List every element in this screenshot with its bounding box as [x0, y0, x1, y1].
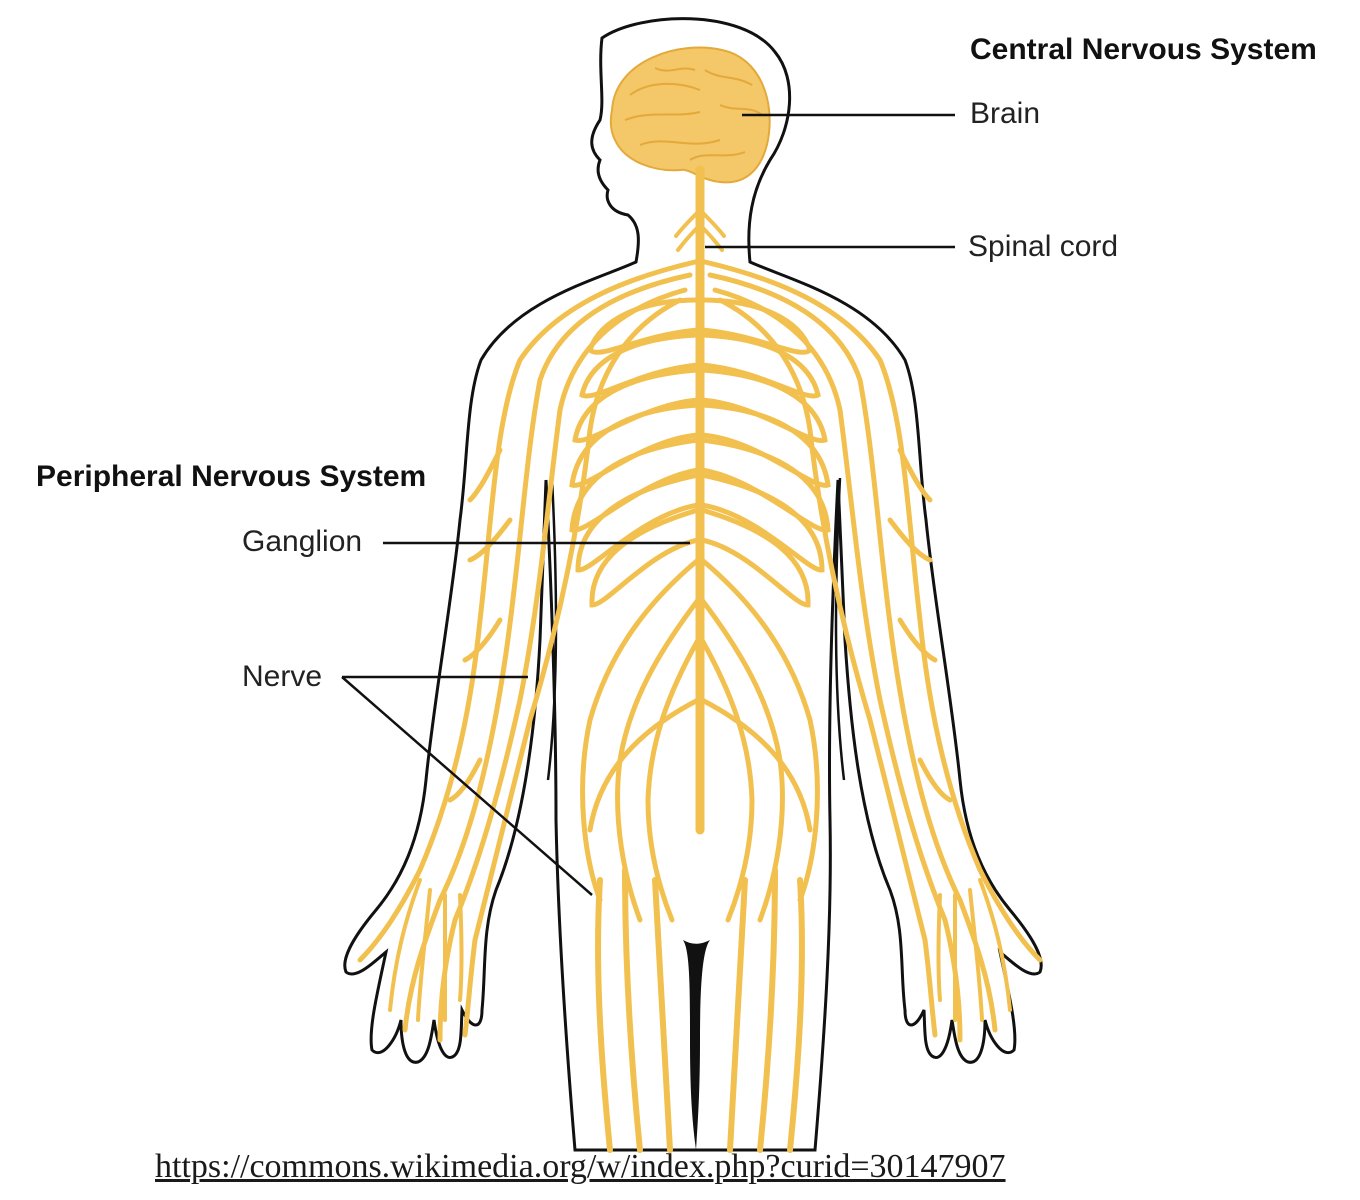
leader-lines	[341, 113, 955, 896]
body-outline	[343, 17, 1043, 1152]
groin-mark	[683, 940, 710, 1150]
nerve-label: Nerve	[242, 660, 323, 693]
brain-label: Brain	[970, 97, 1041, 130]
ganglion-label: Ganglion	[242, 525, 363, 558]
cns-heading: Central Nervous System	[970, 33, 1317, 66]
pns-heading: Peripheral Nervous System	[36, 460, 427, 493]
nerve-network	[357, 165, 1043, 1153]
spinal-cord-label: Spinal cord	[968, 230, 1119, 263]
right-arm-inner-outline	[834, 477, 846, 781]
nerve-leader-line-leg	[341, 676, 593, 896]
source-url-link[interactable]: https://commons.wikimedia.org/w/index.ph…	[155, 1148, 1006, 1185]
brain-illustration	[609, 46, 771, 184]
